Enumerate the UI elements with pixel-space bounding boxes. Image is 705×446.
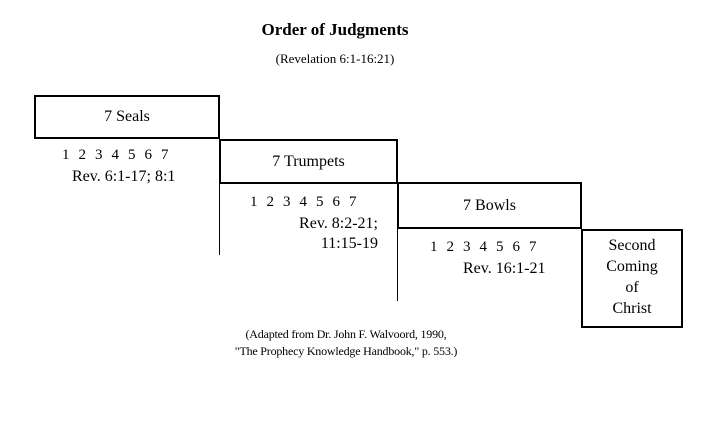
second-coming-line-1: Second xyxy=(608,237,656,254)
bowls-numbers: 1 2 3 4 5 6 7 xyxy=(430,239,537,255)
seals-divider-line xyxy=(219,139,220,255)
bowls-reference: Rev. 16:1-21 xyxy=(463,260,546,277)
seals-reference: Rev. 6:1-17; 8:1 xyxy=(72,168,176,185)
trumpets-divider-line xyxy=(397,184,398,301)
trumpets-box: 7 Trumpets xyxy=(219,139,398,184)
diagram-title: Order of Judgments xyxy=(261,20,409,39)
second-coming-line-4: Christ xyxy=(612,300,652,317)
diagram-subtitle: (Revelation 6:1-16:21) xyxy=(275,51,395,66)
trumpets-reference-line-1: Rev. 8:2-21; xyxy=(299,215,378,232)
trumpets-reference-line-2: 11:15-19 xyxy=(320,235,378,252)
bowls-label: 7 Bowls xyxy=(463,196,516,214)
second-coming-line-2: Coming xyxy=(606,258,658,275)
trumpets-label: 7 Trumpets xyxy=(272,152,345,170)
credit-line-2: "The Prophecy Knowledge Handbook," p. 55… xyxy=(234,344,458,358)
credit-line-1: (Adapted from Dr. John F. Walvoord, 1990… xyxy=(245,327,447,341)
seals-box: 7 Seals xyxy=(34,95,220,139)
trumpets-numbers: 1 2 3 4 5 6 7 xyxy=(250,194,357,210)
bowls-box: 7 Bowls xyxy=(397,182,582,229)
second-coming-box: Second Coming of Christ xyxy=(581,229,683,328)
seals-label: 7 Seals xyxy=(104,108,150,125)
seals-numbers: 1 2 3 4 5 6 7 xyxy=(62,147,169,163)
second-coming-line-3: of xyxy=(625,279,639,296)
source-credit: (Adapted from Dr. John F. Walvoord, 1990… xyxy=(150,326,542,360)
